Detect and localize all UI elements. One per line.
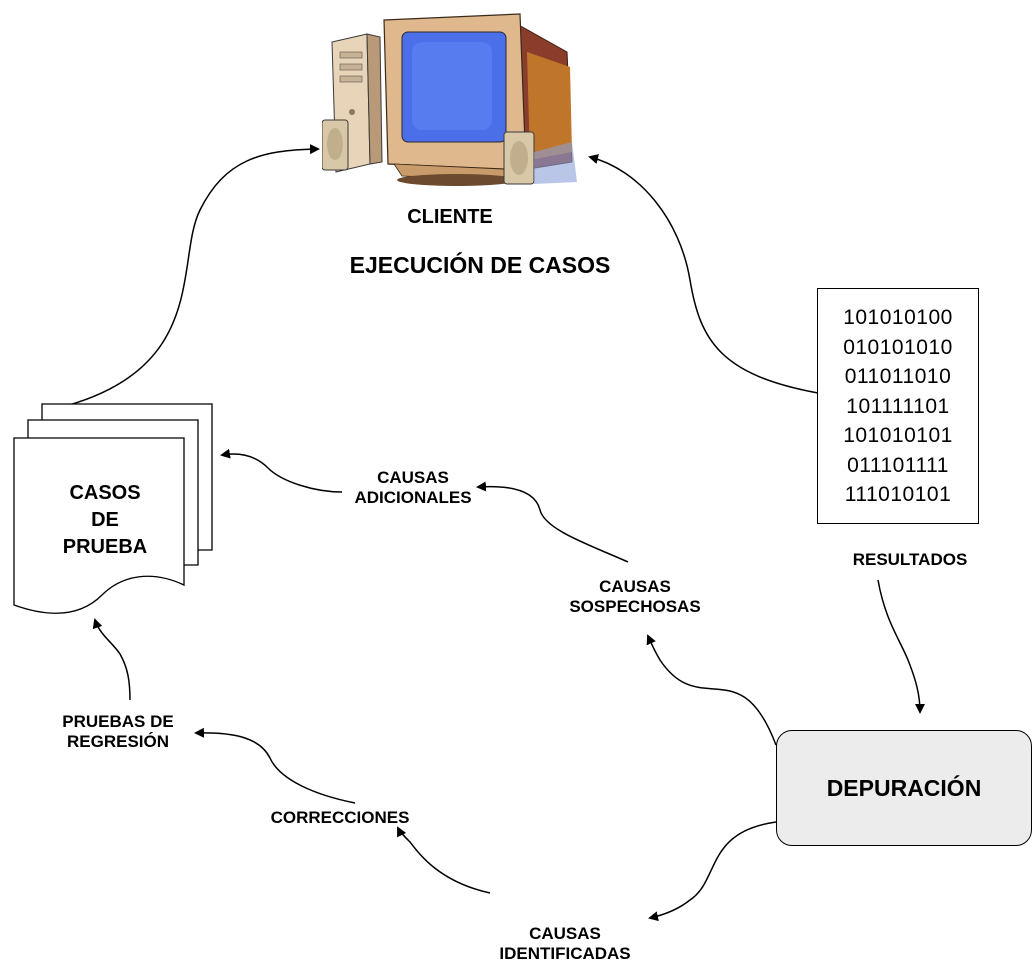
binary-results-box: 101010100 010101010 011011010 101111101 … <box>817 288 979 524</box>
results-label: RESULTADOS <box>852 550 968 569</box>
debugging-label: DEPURACIÓN <box>826 774 982 801</box>
arrow-results-to-client <box>588 154 819 394</box>
arrow-cases-to-client <box>57 144 320 409</box>
additional-causes-label: CAUSAS ADICIONALES <box>354 468 472 508</box>
regression-tests-label: PRUEBAS DE REGRESIÓN <box>62 712 174 752</box>
binary-line: 101010100 <box>843 306 953 329</box>
binary-line: 011101111 <box>847 453 949 477</box>
arrow-debug-to-identified <box>648 821 777 922</box>
test-cases-label: CASOS DE PRUEBA <box>62 482 148 558</box>
desktop-computer-icon <box>322 13 577 186</box>
binary-line: 101111101 <box>846 394 950 418</box>
stacked-documents-icon <box>13 403 213 614</box>
binary-line: 011011010 <box>844 365 952 388</box>
corrections-label: CORRECCIONES <box>270 808 410 827</box>
debugging-box: DEPURACIÓN <box>776 730 1032 846</box>
arrow-identified-to-corrections <box>397 826 491 894</box>
suspected-causes-label: CAUSAS SOSPECHOSAS <box>569 577 701 617</box>
arrow-regression-to-cases <box>92 618 131 701</box>
arrow-suspected-to-additional <box>476 481 629 563</box>
case-execution-label: EJECUCIÓN DE CASOS <box>349 252 611 278</box>
arrow-results-caption-to-debug <box>877 579 925 714</box>
binary-line: 101010101 <box>843 424 953 447</box>
client-label: CLIENTE <box>407 206 493 228</box>
binary-line: 010101010 <box>843 335 953 359</box>
arrow-additional-to-cases <box>220 448 343 493</box>
binary-line: 111010101 <box>844 483 952 506</box>
identified-causes-label: CAUSAS IDENTIFICADAS <box>499 924 631 964</box>
arrow-debug-to-suspected <box>646 634 777 746</box>
arrow-corrections-to-regression <box>194 727 356 804</box>
